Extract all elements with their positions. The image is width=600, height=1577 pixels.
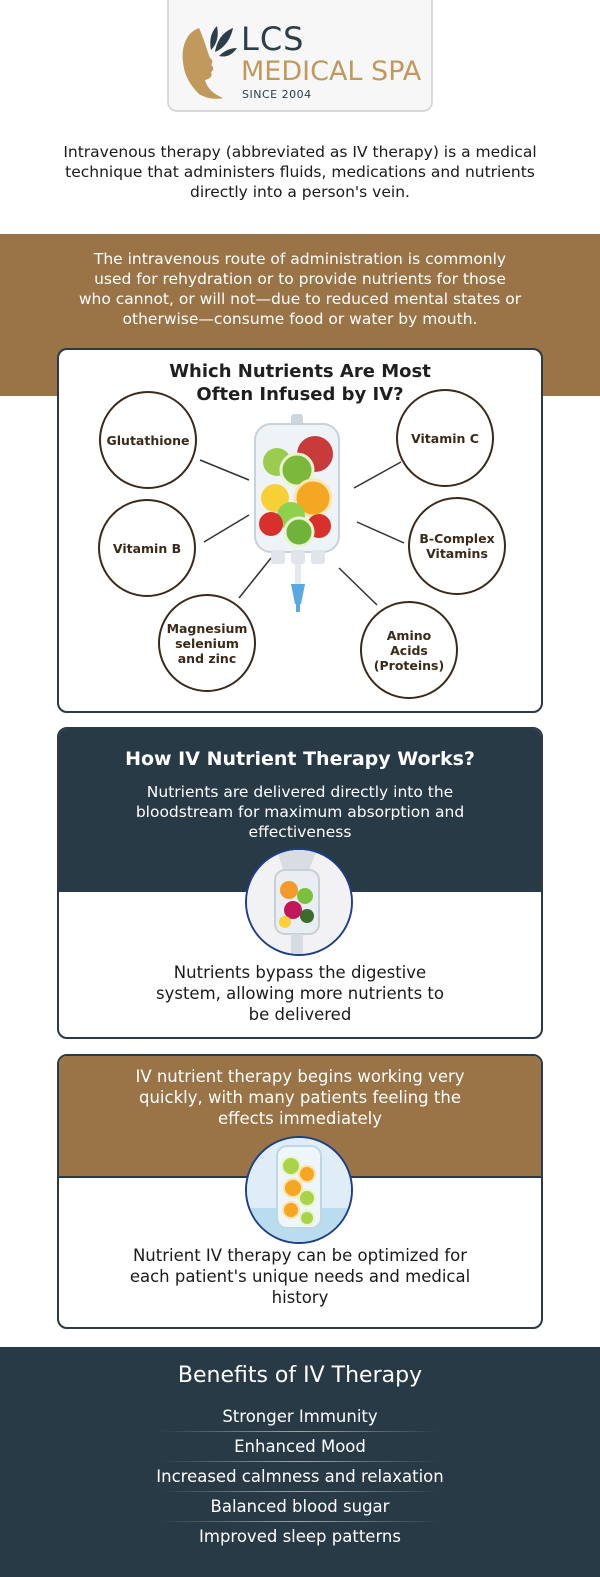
nutrient-glutathione: Glutathione	[99, 391, 197, 489]
benefit-divider	[160, 1431, 440, 1432]
benefit-item: Enhanced Mood	[234, 1437, 366, 1456]
logo-name-line2: MEDICAL SPA	[241, 56, 422, 87]
speed-top-text: IV nutrient therapy begins working very …	[135, 1067, 465, 1128]
benefit-item: Increased calmness and relaxation	[156, 1467, 444, 1486]
nutrient-b-complex: B-Complex Vitamins	[408, 497, 506, 595]
benefits-title: Benefits of IV Therapy	[177, 1363, 423, 1388]
route-text: The intravenous route of administration …	[78, 250, 522, 328]
nutrient-magnesium: Magnesium selenium and zinc	[158, 594, 256, 692]
benefit-item: Balanced blood sugar	[210, 1497, 390, 1516]
nutrient-amino-acids: Amino Acids (Proteins)	[360, 601, 458, 699]
nutrient-connectors	[199, 459, 405, 606]
nutrient-vitamin-b: Vitamin B	[98, 499, 196, 597]
how-it-works-title: How IV Nutrient Therapy Works?	[125, 748, 475, 770]
how-it-works-bottom-text: Nutrients bypass the digestive system, a…	[156, 963, 444, 1024]
hand-holding-iv-bag-icon	[245, 848, 353, 956]
benefit-divider	[160, 1461, 440, 1462]
logo: LCS MEDICAL SPA SINCE 2004	[167, 0, 433, 112]
benefits-section: Benefits of IV Therapy Stronger Immunity…	[0, 1347, 600, 1577]
nutrient-vitamin-c: Vitamin C	[396, 389, 494, 487]
benefit-divider	[160, 1521, 440, 1522]
intro-text: Intravenous therapy (abbreviated as IV t…	[63, 143, 537, 201]
how-it-works-subtitle: Nutrients are delivered directly into th…	[135, 783, 465, 841]
logo-name-line1: LCS	[241, 20, 305, 58]
speed-bottom-text: Nutrient IV therapy can be optimized for…	[129, 1246, 471, 1307]
nutrients-title: Which Nutrients Are Most Often Infused b…	[169, 361, 431, 405]
benefits-list: Stronger Immunity Enhanced Mood Increase…	[0, 1402, 600, 1551]
woman-profile-leaf-icon	[182, 26, 237, 99]
nutrients-card: Which Nutrients Are Most Often Infused b…	[57, 348, 543, 713]
logo-since: SINCE 2004	[242, 88, 312, 101]
benefit-item: Improved sleep patterns	[199, 1527, 401, 1546]
citrus-iv-bag-icon	[245, 1136, 353, 1244]
benefit-item: Stronger Immunity	[222, 1407, 378, 1426]
benefit-divider	[160, 1491, 440, 1492]
iv-bag-fruit-icon	[254, 414, 340, 612]
